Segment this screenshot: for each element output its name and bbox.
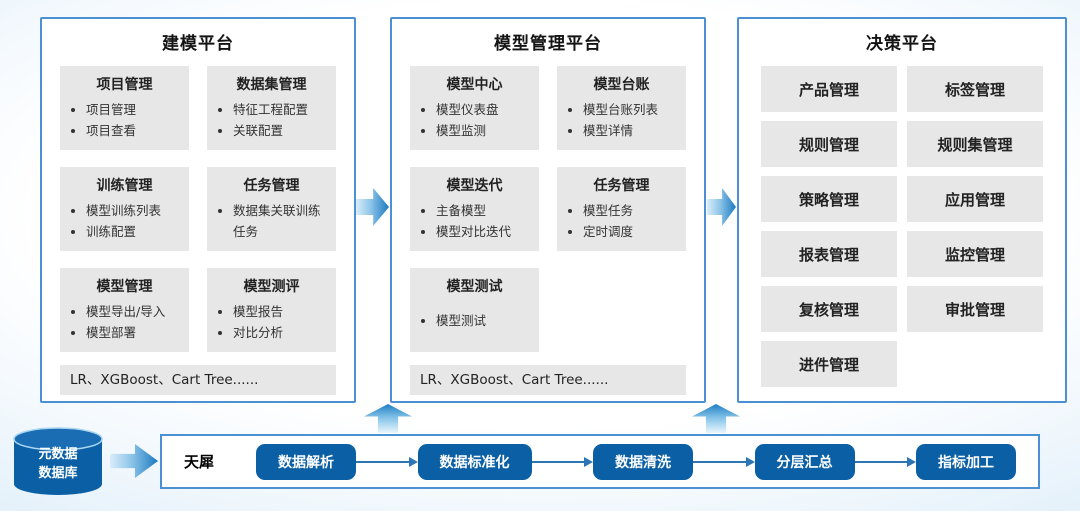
panel-modeling-platform: 建模平台 项目管理 项目管理 项目查看 数据集管理 特征工程配置 关联配置 训练…	[40, 17, 356, 403]
card-item: 定时调度	[583, 221, 682, 242]
card-task-management-2: 任务管理 模型任务 定时调度	[557, 167, 686, 251]
card-item: 数据集关联训练任务	[233, 200, 332, 243]
card-item: 模型测试	[436, 310, 535, 331]
card-project-management: 项目管理 项目管理 项目查看	[60, 66, 189, 150]
card-title: 数据集管理	[236, 77, 307, 93]
stage-layered-aggregation: 分层汇总	[754, 443, 855, 480]
card-model-test: 模型测试 模型测试	[410, 268, 539, 352]
model-management-card-grid: 模型中心 模型仪表盘 模型监测 模型台账 模型台账列表 模型详情 模型迭代 主备…	[392, 66, 704, 352]
module-approval-management: 审批管理	[907, 286, 1043, 332]
metadata-database-cylinder: 元数据 数据库	[10, 426, 106, 498]
card-title: 任务管理	[593, 178, 650, 194]
decision-module-grid: 产品管理 标签管理 规则管理 规则集管理 策略管理 应用管理 报表管理 监控管理…	[739, 66, 1065, 387]
card-task-management: 任务管理 数据集关联训练任务	[207, 167, 336, 251]
stage-data-standardization: 数据标准化	[417, 443, 532, 480]
module-rule-management: 规则管理	[761, 121, 897, 167]
pipeline-connector-arrow-icon	[854, 456, 917, 467]
panel-decision-platform: 决策平台 产品管理 标签管理 规则管理 规则集管理 策略管理 应用管理 报表管理…	[737, 17, 1067, 403]
card-title: 模型台账	[593, 77, 650, 93]
pipeline-connector-arrow-icon	[356, 456, 418, 467]
card-item: 模型对比迭代	[436, 221, 535, 242]
card-item: 主备模型	[436, 200, 535, 221]
card-item: 模型训练列表	[86, 200, 185, 221]
card-item: 特征工程配置	[233, 99, 332, 120]
panel-model-management-title: 模型管理平台	[494, 34, 602, 54]
card-title: 训练管理	[96, 178, 153, 194]
pipeline-connector-arrow-icon	[531, 456, 594, 467]
stage-data-cleaning: 数据清洗	[593, 443, 694, 480]
card-item: 项目管理	[86, 99, 185, 120]
module-strategy-management: 策略管理	[761, 176, 897, 222]
database-to-pipeline-arrow-icon	[110, 444, 158, 478]
card-title: 模型中心	[446, 77, 503, 93]
card-title: 任务管理	[243, 178, 300, 194]
stage-data-parsing: 数据解析	[256, 443, 357, 480]
card-item: 模型报告	[233, 301, 332, 322]
card-item: 模型详情	[583, 120, 682, 141]
card-item: 模型台账列表	[583, 99, 682, 120]
module-application-management: 应用管理	[907, 176, 1043, 222]
module-report-management: 报表管理	[761, 231, 897, 277]
engine-name-label: 天犀	[184, 453, 215, 471]
card-model-ledger: 模型台账 模型台账列表 模型详情	[557, 66, 686, 150]
card-title: 模型测试	[446, 279, 503, 295]
card-item: 模型导出/导入	[86, 301, 185, 322]
card-item: 训练配置	[86, 221, 185, 242]
module-ruleset-management: 规则集管理	[907, 121, 1043, 167]
module-product-management: 产品管理	[761, 66, 897, 112]
model-management-algorithms-bar: LR、XGBoost、Cart Tree......	[410, 365, 686, 395]
card-title: 模型测评	[243, 279, 300, 295]
modeling-algorithms-bar: LR、XGBoost、Cart Tree......	[60, 365, 336, 395]
card-item: 对比分析	[233, 322, 332, 343]
card-item: 模型部署	[86, 322, 185, 343]
card-model-iteration: 模型迭代 主备模型 模型对比迭代	[410, 167, 539, 251]
card-title: 项目管理	[96, 77, 153, 93]
card-training-management: 训练管理 模型训练列表 训练配置	[60, 167, 189, 251]
panel-modeling-title: 建模平台	[162, 34, 234, 54]
card-dataset-management: 数据集管理 特征工程配置 关联配置	[207, 66, 336, 150]
metadata-database-line1: 元数据	[38, 447, 78, 462]
card-item: 模型仪表盘	[436, 99, 535, 120]
metadata-database-label: 元数据 数据库	[10, 446, 106, 484]
module-monitoring-management: 监控管理	[907, 231, 1043, 277]
module-tag-management: 标签管理	[907, 66, 1043, 112]
panel-model-management-platform: 模型管理平台 模型中心 模型仪表盘 模型监测 模型台账 模型台账列表 模型详情 …	[390, 17, 706, 403]
flow-arrow-up-icon	[364, 404, 412, 433]
card-item: 关联配置	[233, 120, 332, 141]
card-title: 模型管理	[96, 279, 153, 295]
card-item: 模型任务	[583, 200, 682, 221]
card-model-management: 模型管理 模型导出/导入 模型部署	[60, 268, 189, 352]
flow-arrow-right-icon	[356, 188, 389, 226]
module-review-management: 复核管理	[761, 286, 897, 332]
data-pipeline-box: 天犀 数据解析 数据标准化 数据清洗 分层汇总 指标加工	[160, 434, 1040, 489]
modeling-card-grid: 项目管理 项目管理 项目查看 数据集管理 特征工程配置 关联配置 训练管理 模型…	[42, 66, 354, 352]
pipeline-connector-arrow-icon	[693, 456, 755, 467]
card-title: 模型迭代	[446, 178, 503, 194]
card-item: 项目查看	[86, 120, 185, 141]
flow-arrow-right-icon	[707, 188, 736, 226]
module-intake-management: 进件管理	[761, 341, 897, 387]
flow-arrow-up-icon	[692, 404, 740, 433]
database-cylinder-icon	[13, 427, 103, 495]
stage-indicator-processing: 指标加工	[916, 443, 1017, 480]
card-item: 模型监测	[436, 120, 535, 141]
metadata-database-line2: 数据库	[38, 465, 78, 481]
card-model-evaluation: 模型测评 模型报告 对比分析	[207, 268, 336, 352]
card-model-center: 模型中心 模型仪表盘 模型监测	[410, 66, 539, 150]
panel-decision-title: 决策平台	[866, 34, 938, 54]
